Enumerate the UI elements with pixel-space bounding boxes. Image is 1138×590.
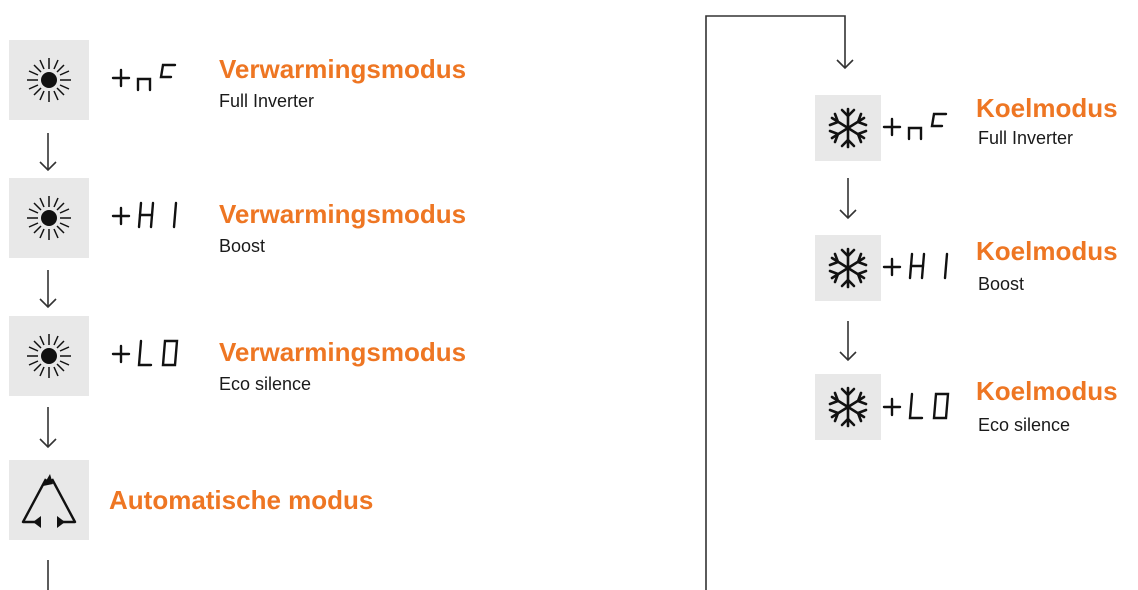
sun-icon (27, 58, 71, 102)
flow-line-loop (705, 15, 846, 590)
auto-mode-tile (9, 460, 89, 540)
display-code-LO (111, 339, 179, 367)
heat-HI-title: Verwarmingsmodus (219, 199, 467, 229)
display-code-LO (882, 392, 950, 420)
cool-LO-title: Koelmodus (976, 376, 1118, 406)
arrow-down-icon (39, 407, 57, 449)
heat-mode-tile (9, 178, 89, 258)
heat-mode-tile (9, 316, 89, 396)
auto-mode-title: Automatische modus (109, 485, 374, 515)
snowflake-icon (828, 247, 868, 289)
auto-cycle-icon (21, 474, 77, 528)
arrow-down-icon (836, 59, 854, 70)
heat-LO-subtitle: Eco silence (219, 374, 312, 394)
cool-LO-subtitle: Eco silence (978, 415, 1071, 435)
arrow-down-icon (839, 321, 857, 362)
cool-HI-subtitle: Boost (978, 274, 1025, 294)
display-code-nE (111, 63, 177, 92)
cool-mode-tile (815, 374, 881, 440)
cool-HI-title: Koelmodus (976, 236, 1118, 266)
arrow-down-icon (39, 133, 57, 172)
sun-icon (27, 196, 71, 240)
cool-mode-tile (815, 95, 881, 161)
cool-nE-subtitle: Full Inverter (978, 128, 1074, 148)
snowflake-icon (828, 107, 868, 149)
snowflake-icon (828, 386, 868, 428)
display-code-HI (882, 252, 949, 280)
arrow-down-icon (839, 178, 857, 220)
arrow-down-icon (39, 270, 57, 309)
display-code-nE (882, 112, 948, 141)
heat-LO-title: Verwarmingsmodus (219, 337, 467, 367)
display-code-HI (111, 201, 178, 229)
heat-HI-subtitle: Boost (219, 236, 266, 256)
sun-icon (27, 334, 71, 378)
cool-mode-tile (815, 235, 881, 301)
heat-mode-tile (9, 40, 89, 120)
heat-nE-subtitle: Full Inverter (219, 91, 315, 111)
heat-nE-title: Verwarmingsmodus (219, 54, 467, 84)
cool-nE-title: Koelmodus (976, 93, 1118, 123)
